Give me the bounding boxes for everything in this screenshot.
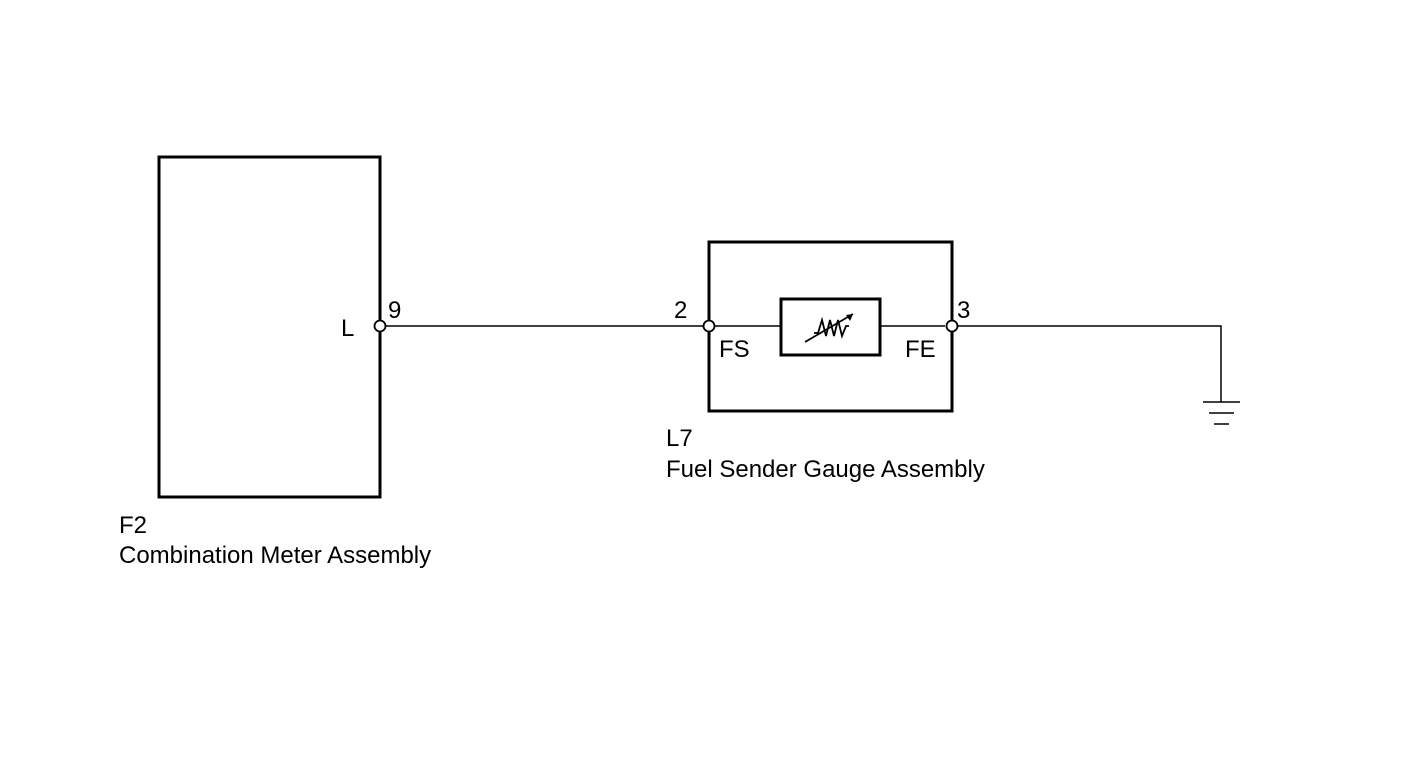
variable-resistor-box: [779, 297, 882, 357]
combination-meter-code: F2: [119, 512, 147, 539]
terminal-sender-2: [702, 319, 716, 333]
sender-in-pin: 2: [674, 297, 687, 324]
ground-icon: [1203, 401, 1240, 425]
meter-terminal-pin: 9: [388, 297, 401, 324]
sender-out-pin: 3: [957, 297, 970, 324]
sender-out-name: FE: [905, 336, 936, 363]
terminal-sender-3: [945, 319, 959, 333]
combination-meter-name: Combination Meter Assembly: [119, 542, 431, 569]
terminal-meter-9: [373, 319, 387, 333]
fuel-sender-name: Fuel Sender Gauge Assembly: [666, 456, 985, 483]
sender-in-name: FS: [719, 336, 750, 363]
variable-resistor-icon: [804, 313, 854, 343]
meter-terminal-name: L: [341, 315, 354, 342]
wire-to-ground: [957, 325, 1222, 402]
fuel-sender-code: L7: [666, 425, 693, 452]
